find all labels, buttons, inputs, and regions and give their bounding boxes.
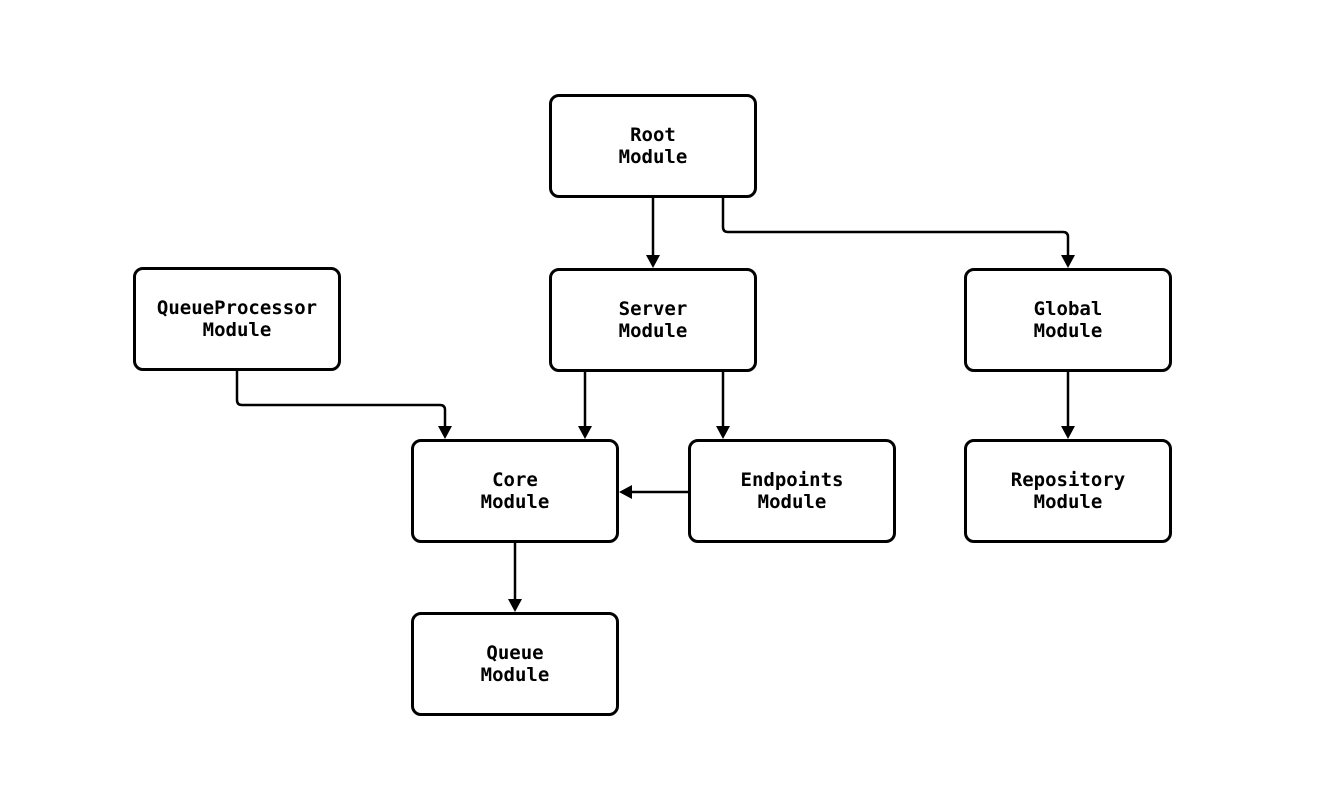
node-root-module-label: Root Module	[618, 124, 688, 168]
node-endpoints-module-label: Endpoints Module	[740, 469, 844, 513]
node-server-module-label: Server Module	[618, 298, 688, 342]
edge-endpoints-to-core	[619, 485, 688, 499]
node-global-module: Global Module	[964, 268, 1172, 372]
edge-server-to-core	[578, 372, 592, 439]
node-core-module: Core Module	[411, 439, 619, 543]
node-core-module-label: Core Module	[480, 469, 550, 513]
node-global-module-label: Global Module	[1033, 298, 1103, 342]
node-endpoints-module: Endpoints Module	[688, 439, 896, 543]
node-queueprocessor-module-label: QueueProcessor Module	[156, 297, 318, 341]
edge-root-to-global	[721, 198, 1075, 268]
node-repository-module: Repository Module	[964, 439, 1172, 543]
node-queue-module: Queue Module	[411, 612, 619, 716]
node-queueprocessor-module: QueueProcessor Module	[133, 267, 341, 371]
edge-queueprocessor-to-core	[235, 371, 452, 439]
node-server-module: Server Module	[549, 268, 757, 372]
node-queue-module-label: Queue Module	[480, 642, 550, 686]
edge-global-to-repository	[1061, 372, 1075, 439]
edge-server-to-endpoints	[716, 372, 730, 439]
edge-root-to-server	[646, 198, 660, 268]
edge-core-to-queue	[508, 543, 522, 612]
node-repository-module-label: Repository Module	[1010, 469, 1126, 513]
node-root-module: Root Module	[549, 94, 757, 198]
